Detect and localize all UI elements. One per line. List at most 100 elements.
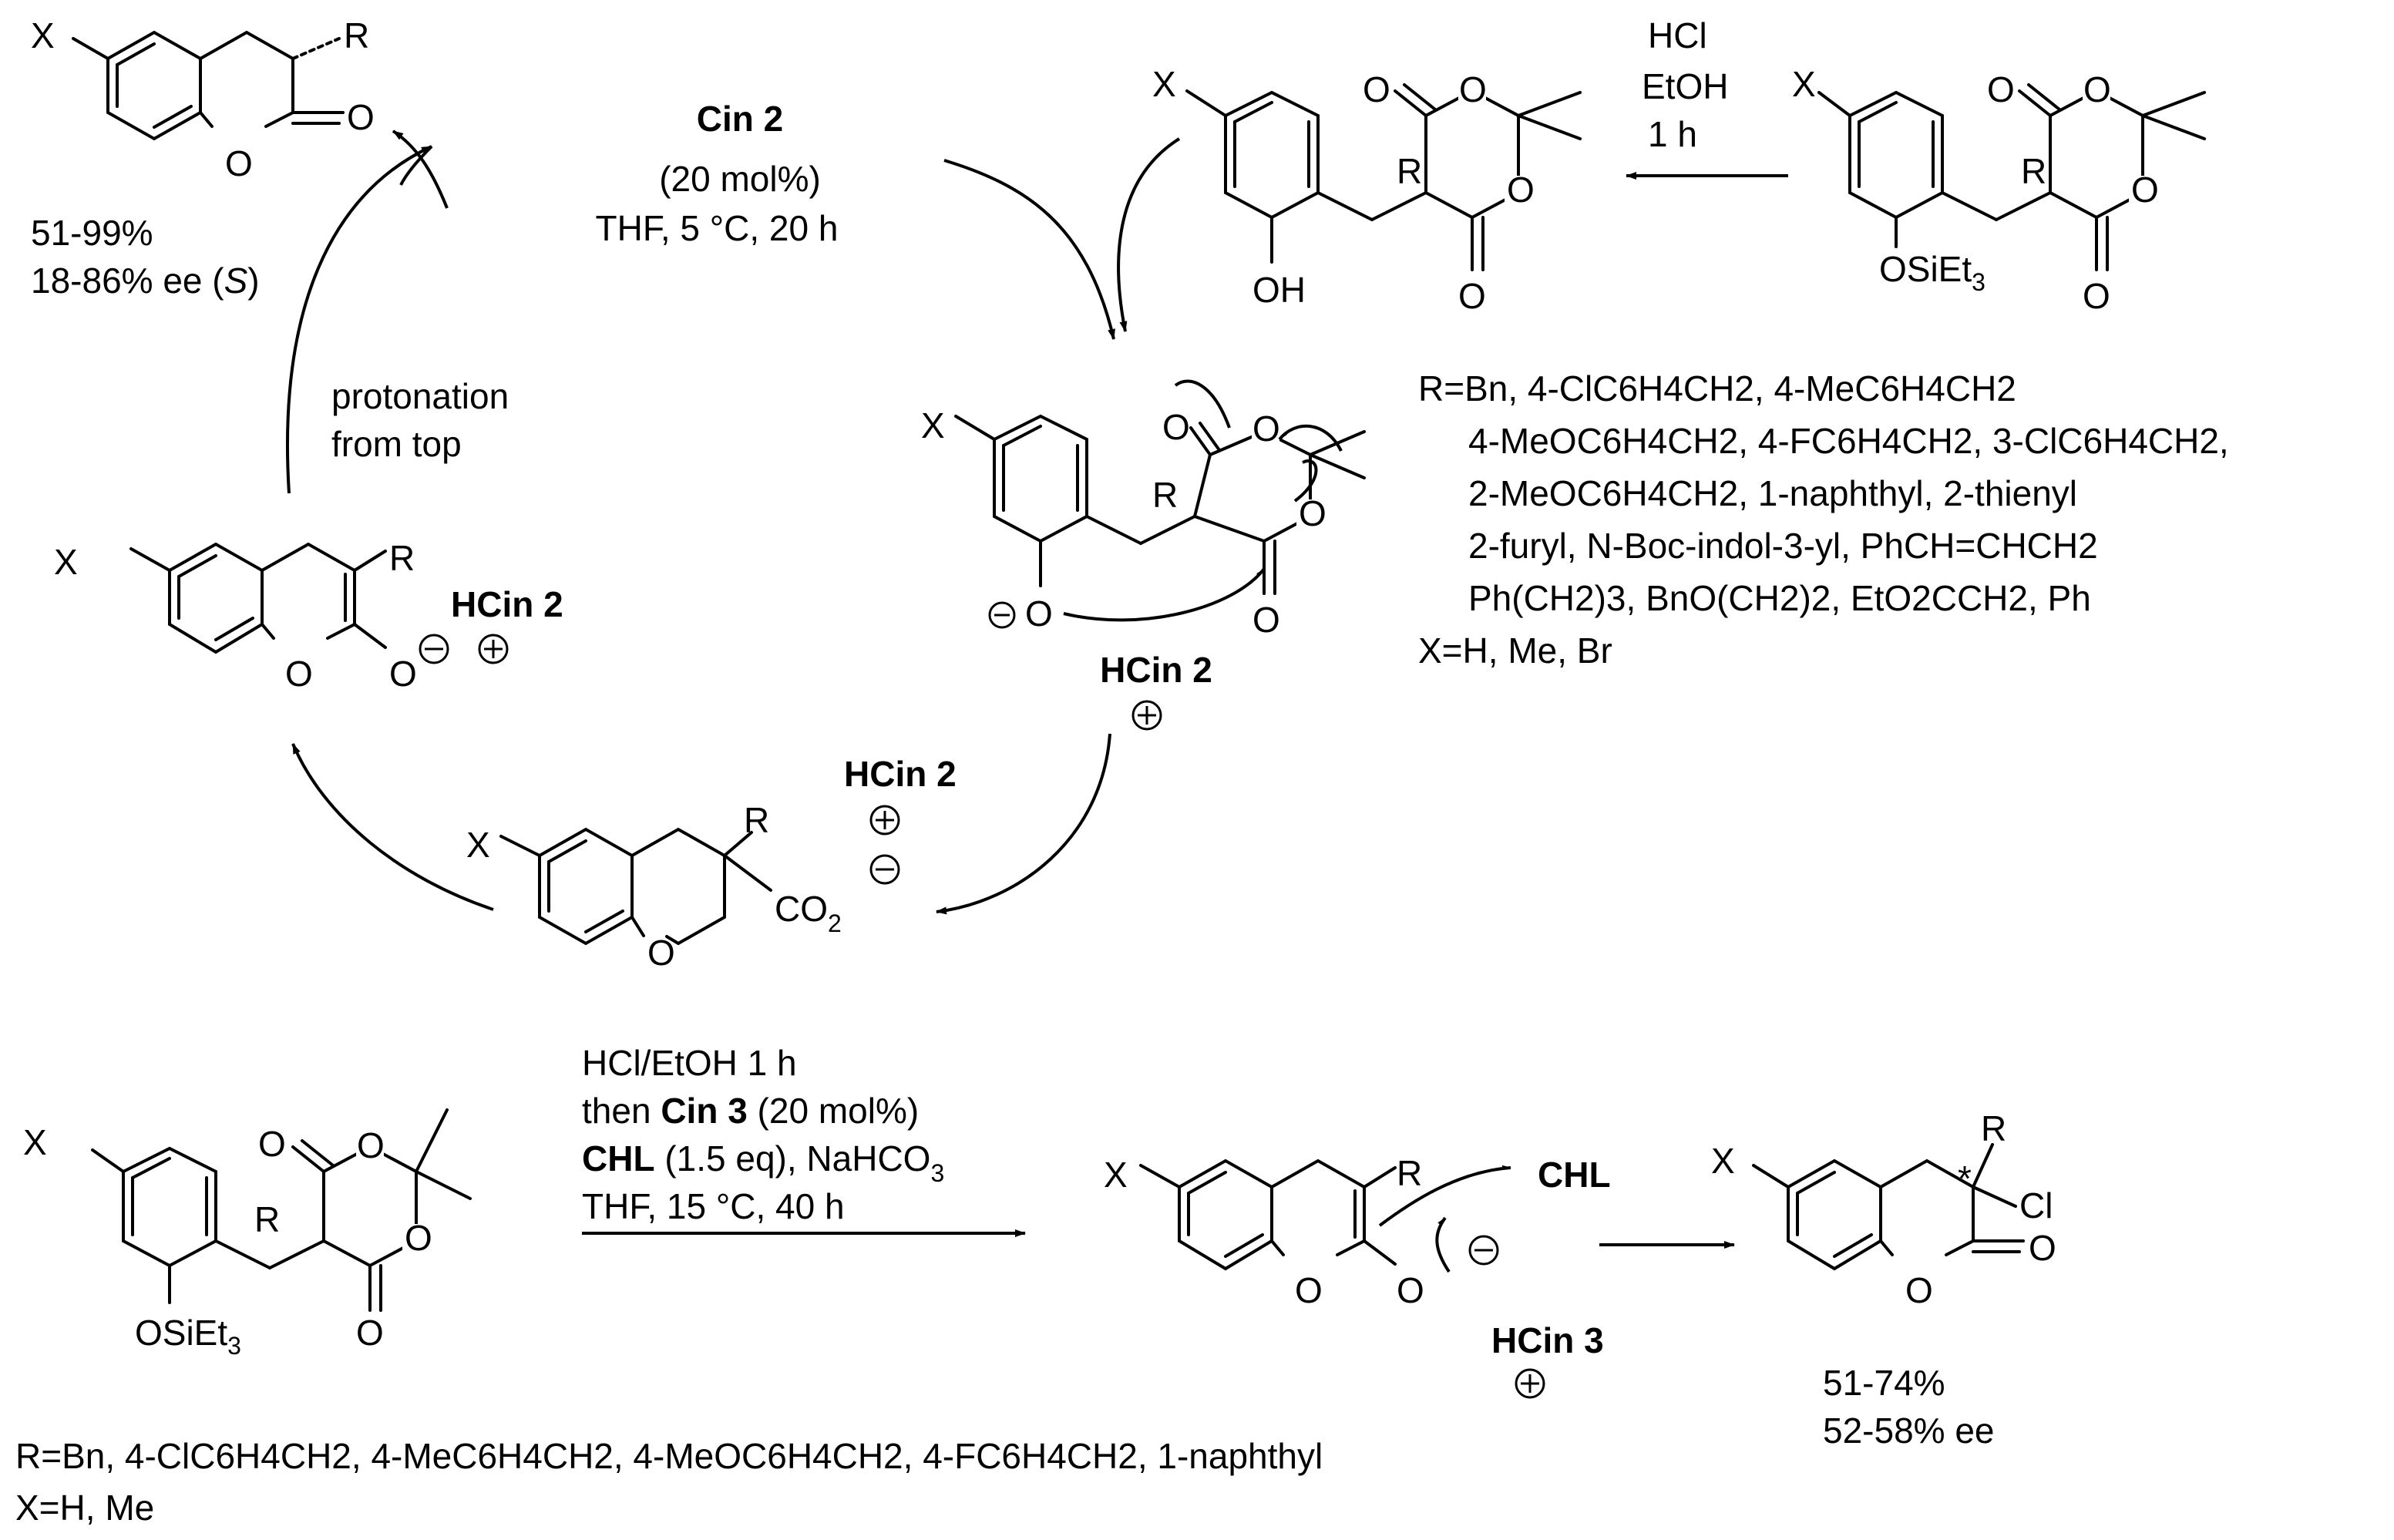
x-substituents-top: X=H, Me, Br [1418, 630, 1612, 671]
atom-o-ring: O [357, 1125, 385, 1165]
cin2-label: Cin 2 [697, 99, 783, 139]
atom-x: X [921, 405, 945, 446]
atom-o-ring: O [1252, 409, 1280, 449]
hcin2-label: HCin 2 [844, 754, 957, 794]
cycle-arrow [943, 159, 1115, 340]
atom-o-ring: O [285, 654, 313, 694]
atom-x: X [31, 15, 55, 55]
cycle-arrow [936, 733, 1111, 915]
atom-r: R [344, 15, 369, 55]
cycle-arrow [286, 145, 432, 494]
r-substituents-line5: Ph(CH2)3, BnO(CH2)2, EtO2CCH2, Ph [1468, 578, 2091, 618]
atom-o-ring: O [405, 1218, 432, 1258]
catalytic-cycle-arrows [286, 129, 1181, 915]
atom-o-carbonyl: O [356, 1313, 384, 1353]
condition-time: 1 h [1648, 114, 1697, 154]
atom-r: R [254, 1199, 280, 1239]
plus-charge-icon [869, 805, 900, 836]
phenoxide-intermediate: X O O O O R O HCin 2 [921, 379, 1366, 731]
electron-push-arrow [1435, 1216, 1451, 1273]
hcin3-label: HCin 3 [1491, 1320, 1604, 1360]
condition-etoh: EtOH [1642, 66, 1728, 106]
atom-r: R [1981, 1108, 2006, 1148]
top-ee: 18-86% ee (S) [31, 261, 260, 301]
minus-charge-icon [988, 601, 1016, 629]
cycle-temperature: THF, 5 °C, 20 h [596, 208, 839, 248]
carboxylate-intermediate: X O R CO2 HCin 2 [466, 754, 957, 973]
minus-charge-icon [419, 634, 449, 664]
plus-charge-icon [1131, 700, 1162, 731]
atom-o-ring: O [1295, 1270, 1323, 1310]
plus-charge-icon [1515, 1368, 1545, 1399]
catalyst-loading: (20 mol%) [659, 159, 821, 199]
atom-o-carbonyl: O [1162, 407, 1190, 447]
bottom-yield: 51-74% [1823, 1363, 1945, 1403]
enolate-hcin3: X O O R CHL HCin 3 [1104, 1153, 1611, 1399]
condition-line3: CHL (1.5 eq), NaHCO3 [582, 1138, 944, 1187]
atom-o-ring: O [1299, 493, 1326, 533]
electron-push-arrow [1293, 459, 1318, 503]
phenol-meldrum-intermediate: X O O O O R OH [1152, 64, 1582, 316]
r-substituents-line1: R=Bn, 4-ClC6H4CH2, 4-MeC6H4CH2 [1418, 368, 2016, 409]
deprotection-step: HCl EtOH 1 h [1626, 15, 1788, 180]
atom-x: X [23, 1122, 47, 1162]
atom-co2: CO2 [775, 889, 842, 937]
hcin2-label: HCin 2 [451, 584, 563, 624]
atom-o-phenoxide: O [1025, 593, 1053, 634]
condition-line2: then Cin 3 (20 mol%) [582, 1091, 919, 1131]
atom-o-carbonyl: O [1252, 600, 1280, 640]
atom-r: R [1152, 475, 1178, 515]
atom-o-ring: O [647, 933, 675, 973]
electron-push-arrow [1063, 567, 1266, 622]
atom-x: X [1104, 1155, 1128, 1195]
top-yield: 51-99% [31, 213, 153, 253]
atom-o-ring: O [225, 143, 253, 183]
atom-x: X [1152, 64, 1176, 104]
chlorinated-product: X O O R Cl * 51-74% 52-58% ee [1711, 1108, 2056, 1451]
condition-hcl: HCl [1648, 15, 1707, 55]
atom-o-carbonyl: O [1458, 276, 1486, 316]
atom-x: X [1792, 64, 1816, 104]
hcin2-label: HCin 2 [1100, 650, 1212, 690]
atom-o-ring: O [1507, 170, 1535, 210]
r-substituents-line2: 4-MeOC6H4CH2, 4-FC6H4CH2, 3-ClC6H4CH2, [1468, 421, 2229, 461]
atom-r: R [744, 800, 769, 840]
atom-osiet3: OSiEt3 [1879, 249, 1985, 296]
atom-o-carbonyl: O [1987, 69, 2015, 109]
atom-o-carbonyl: O [2083, 276, 2110, 316]
atom-oh: OH [1252, 270, 1306, 310]
electron-push-arrow [1378, 1165, 1511, 1227]
bottom-ee: 52-58% ee [1823, 1411, 1995, 1451]
atom-o-carbonyl: O [258, 1124, 286, 1164]
substituent-list-top: R=Bn, 4-ClC6H4CH2, 4-MeC6H4CH2 4-MeOC6H4… [1418, 368, 2229, 671]
atom-r: R [1397, 1153, 1422, 1193]
condition-line4: THF, 15 °C, 40 h [582, 1186, 845, 1226]
minus-charge-icon [869, 854, 900, 885]
minus-charge-icon [1468, 1235, 1499, 1266]
atom-r: R [1397, 151, 1422, 191]
chl-label: CHL [1538, 1155, 1611, 1195]
atom-o-carbonyl: O [2029, 1228, 2056, 1268]
atom-o-carbonyl: O [1363, 69, 1390, 109]
atom-o-ring: O [2131, 170, 2159, 210]
atom-o-ring: O [1459, 69, 1487, 109]
r-substituents-bottom: R=Bn, 4-ClC6H4CH2, 4-MeC6H4CH2, 4-MeOC6H… [15, 1436, 1323, 1476]
cycle-arrow [291, 743, 494, 911]
product-dihydrocoumarin: X O O R 51-99% 18-86% ee (S) [31, 15, 375, 301]
protonation-line2: from top [331, 424, 462, 464]
protonation-note: protonation from top [331, 376, 509, 464]
atom-o-enolate: O [1397, 1270, 1424, 1310]
plus-charge-icon [478, 634, 509, 664]
atom-o-ring: O [2083, 69, 2111, 109]
electron-push-arrow [1174, 379, 1231, 429]
atom-x: X [466, 825, 490, 865]
enolate-intermediate: X O O R HCin 2 [54, 538, 563, 694]
atom-r: R [389, 538, 415, 578]
atom-x: X [1711, 1141, 1735, 1181]
atom-o-carbonyl: O [347, 97, 375, 137]
atom-r: R [2021, 151, 2046, 191]
r-substituents-line3: 2-MeOC6H4CH2, 1-naphthyl, 2-thienyl [1468, 473, 2077, 513]
x-substituents-bottom: X=H, Me [15, 1488, 154, 1528]
cycle-arrow [1117, 137, 1181, 332]
